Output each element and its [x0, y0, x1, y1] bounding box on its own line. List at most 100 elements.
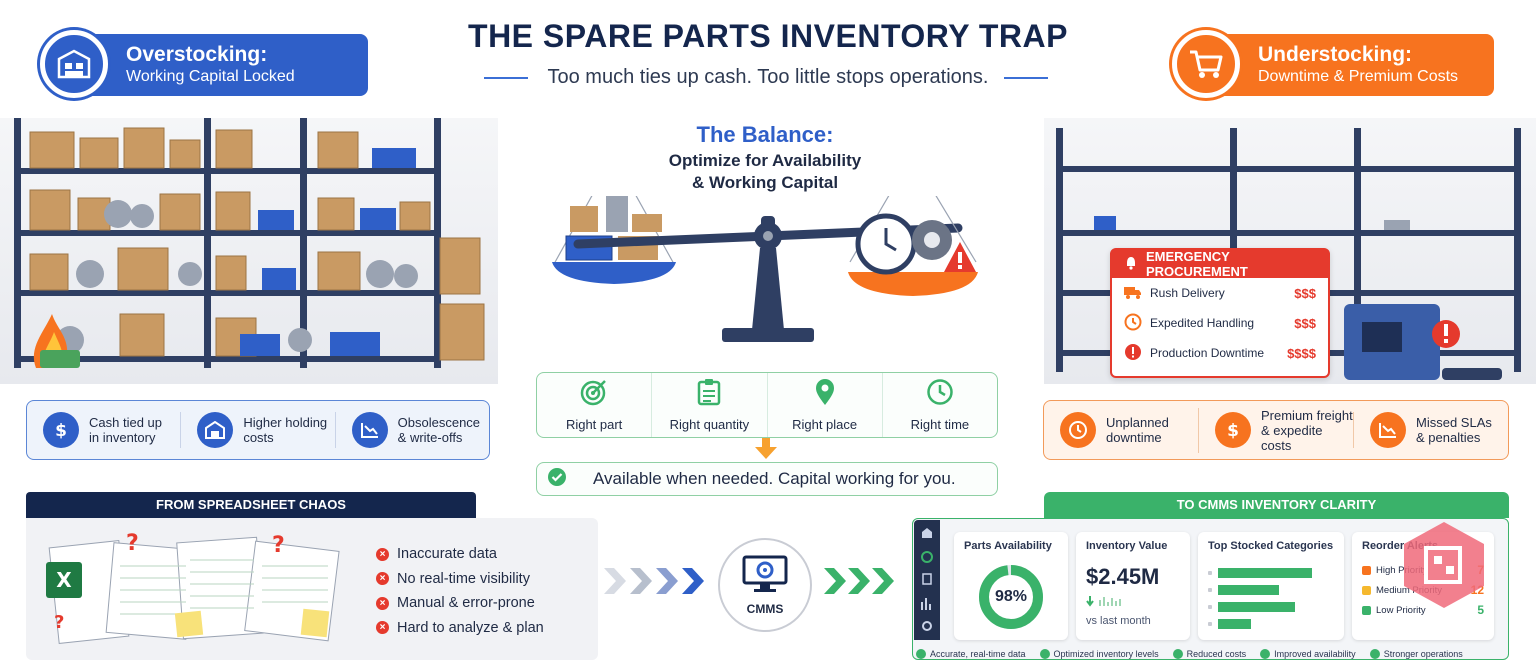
category-bar-row: [1208, 564, 1334, 581]
clarity-tab: TO CMMS INVENTORY CLARITY: [1044, 492, 1509, 518]
right-quantity: Right quantity: [651, 373, 766, 437]
right-label: Right quantity: [669, 417, 750, 432]
emergency-row-downtime: Production Downtime $$$$: [1112, 338, 1328, 368]
empty-cart-icon: [1172, 30, 1240, 98]
inventory-value: $2.45M: [1086, 564, 1160, 589]
dollar-icon: $: [43, 412, 79, 448]
category-bar: [1218, 567, 1312, 578]
category-bar: [1218, 618, 1251, 629]
category-bullet: [1208, 587, 1212, 592]
right-place: Right place: [766, 373, 882, 437]
benefit-item: Stronger operations: [1369, 649, 1463, 659]
down-arrow-icon: [754, 438, 778, 465]
issue-item: × Manual & error-prone: [376, 591, 544, 616]
issue-item: × Inaccurate data: [376, 542, 544, 567]
emergency-row-cost: $$$$: [1287, 345, 1316, 361]
emergency-row-cost: $$$: [1294, 285, 1316, 301]
x-circle-icon: ×: [376, 596, 389, 610]
category-bar-row: [1208, 598, 1334, 615]
svg-text:?: ?: [272, 533, 285, 558]
emergency-procurement-card: EMERGENCY PROCUREMENT Rush Delivery $$$ …: [1110, 248, 1330, 378]
card-title: Parts Availability: [964, 540, 1052, 552]
impact-downtime: Unplanned downtime: [1044, 412, 1198, 448]
availability-text: Available when needed. Capital working f…: [593, 469, 956, 488]
impact-sla: Missed SLAs & penalties: [1353, 412, 1508, 448]
benefit-item: Optimized inventory levels: [1039, 649, 1159, 659]
emergency-row-label: Expedited Handling: [1150, 316, 1255, 330]
benefit-item: Accurate, real-time data: [916, 649, 1026, 659]
priority-swatch: [1362, 565, 1371, 575]
emergency-row-rush: Rush Delivery $$$: [1112, 278, 1328, 308]
impact-label: Higher holding costs: [243, 415, 328, 445]
svg-text:?: ?: [126, 531, 139, 556]
clipboard-icon: [697, 378, 721, 409]
dashboard-nav: [914, 520, 940, 640]
cmms-node: CMMS: [718, 538, 812, 632]
check-circle-icon: [916, 649, 926, 659]
emergency-title: EMERGENCY PROCUREMENT: [1146, 249, 1248, 279]
impact-freight: $ Premium freight & expedite costs: [1198, 407, 1353, 453]
balance-subheading-line: & Working Capital: [691, 173, 839, 192]
overstocking-banner: Overstocking: Working Capital Locked: [70, 34, 368, 96]
qr-badge-icon: [1400, 520, 1488, 615]
category-bar-row: [1208, 581, 1334, 598]
clock-icon: [1124, 313, 1142, 334]
category-bullet: [1208, 570, 1212, 575]
overstocking-subtitle: Working Capital Locked: [126, 68, 295, 85]
declining-chart-icon: [351, 412, 388, 448]
check-circle-icon: [1039, 649, 1050, 659]
availability-donut: 98%: [976, 562, 1046, 632]
balance-subheading: Optimize for Availability & Working Capi…: [520, 150, 1010, 194]
right-part: Right part: [537, 373, 651, 437]
benefits-row: Accurate, real-time data Optimized inven…: [916, 646, 1506, 662]
svg-text:$: $: [1227, 421, 1239, 440]
page-subtitle: Too much ties up cash. Too little stops …: [547, 66, 989, 88]
emergency-row-label: Production Downtime: [1150, 346, 1265, 360]
right-label: Right place: [792, 417, 858, 432]
impact-holding: Higher holding costs: [180, 412, 334, 448]
clock-icon: [926, 378, 954, 409]
category-bullet: [1208, 604, 1212, 609]
availability-donut-arc: [979, 565, 1043, 629]
impact-label: Missed SLAs & penalties: [1416, 415, 1492, 445]
emergency-row-cost: $$$: [1294, 315, 1316, 331]
alarm-bell-icon: [1124, 256, 1138, 273]
impact-obsolescence: Obsolescence & write-offs: [334, 412, 489, 448]
alert-row-low[interactable]: Low Priority 5: [1362, 600, 1484, 620]
category-bar: [1218, 601, 1295, 612]
check-circle-icon: [1369, 649, 1380, 659]
balance-heading: The Balance:: [696, 122, 834, 147]
x-circle-icon: ×: [376, 572, 389, 586]
category-bullet: [1208, 621, 1212, 626]
warehouse-icon: [40, 30, 108, 98]
availability-card: Parts Availability 98%: [954, 532, 1068, 640]
benefit-label: Reduced costs: [1186, 649, 1247, 659]
inventory-value-card: Inventory Value $2.45M vs last month: [1076, 532, 1190, 640]
overstocking-title: Overstocking:: [126, 43, 268, 66]
issue-label: Manual & error-prone: [397, 595, 535, 612]
availability-value: 98%: [994, 588, 1028, 605]
cmms-label: CMMS: [746, 601, 784, 616]
declining-chart-icon: [1370, 412, 1406, 448]
benefit-label: Stronger operations: [1383, 649, 1463, 659]
chevrons-left-icon: [604, 566, 708, 601]
subtitle-rule-right: [1004, 77, 1048, 79]
balance-subheading-line: Optimize for Availability: [668, 151, 862, 170]
benefit-item: Reduced costs: [1172, 649, 1247, 659]
availability-banner: Available when needed. Capital working f…: [536, 462, 998, 496]
svg-text:X: X: [56, 568, 72, 592]
categories-card: Top Stocked Categories: [1198, 532, 1344, 640]
chaos-tab: FROM SPREADSHEET CHAOS: [26, 492, 476, 518]
issue-label: Hard to analyze & plan: [397, 619, 544, 636]
alert-label: Medium Priority: [1376, 584, 1442, 596]
mini-trend-icon: [1086, 594, 1180, 613]
understocking-banner: Understocking: Downtime & Premium Costs: [1196, 34, 1494, 96]
issue-label: Inaccurate data: [397, 546, 497, 563]
location-pin-icon: [814, 378, 836, 409]
benefit-label: Accurate, real-time data: [930, 649, 1026, 659]
card-title: Inventory Value: [1086, 540, 1168, 552]
x-circle-icon: ×: [376, 547, 389, 561]
check-circle-icon: [1260, 649, 1271, 659]
priority-swatch: [1362, 605, 1371, 615]
svg-text:$: $: [55, 421, 67, 440]
